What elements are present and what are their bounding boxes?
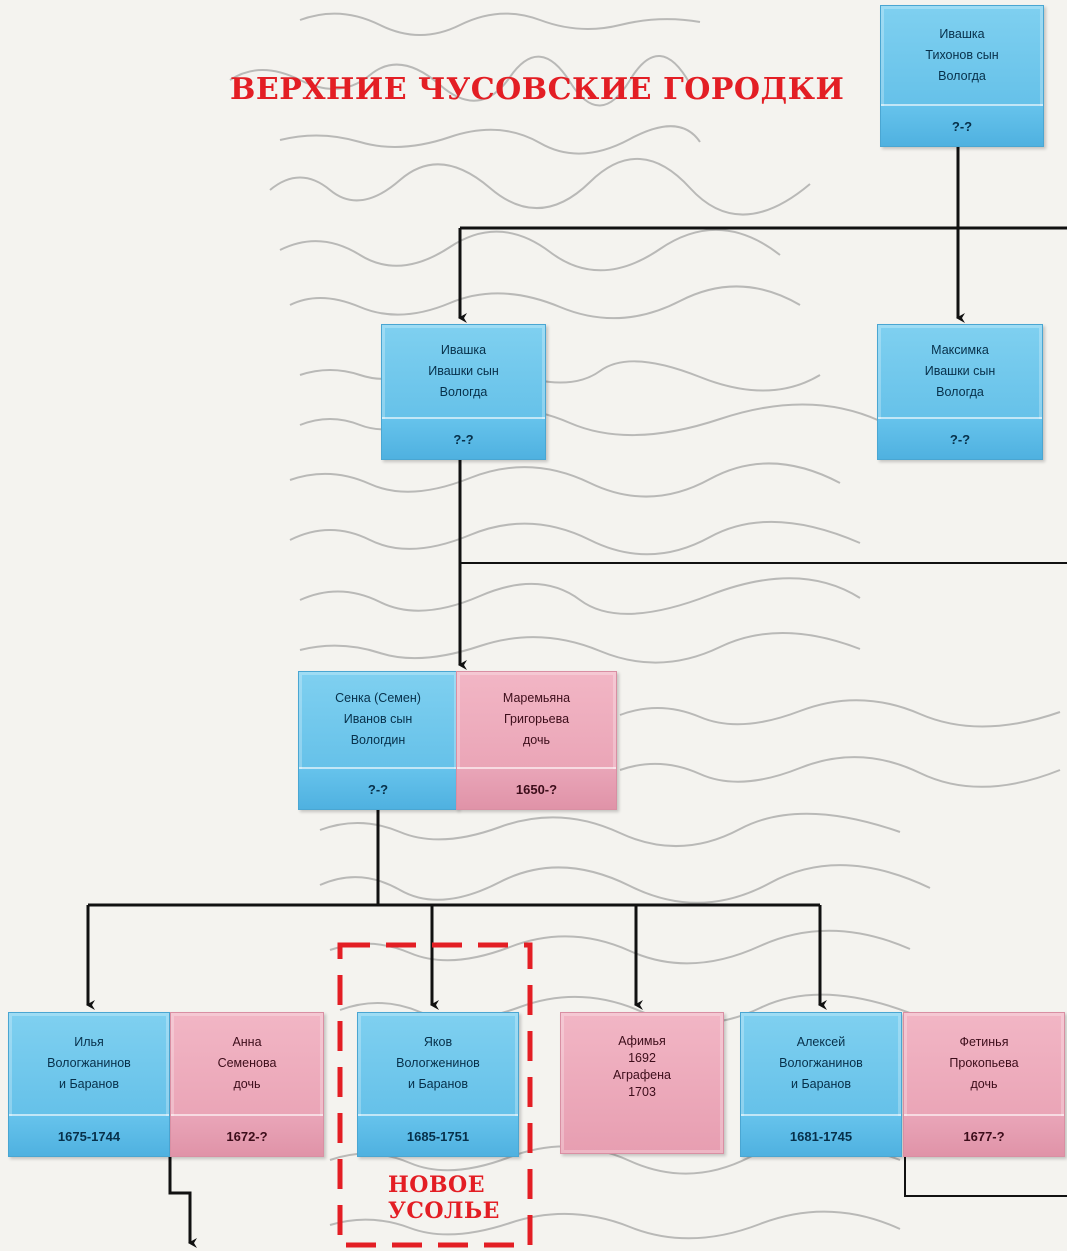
person-card-fetinya[interactable]: Фетинья Прокопьева дочь 1677-?	[903, 1012, 1065, 1157]
person-years: 1685-1751	[358, 1116, 518, 1156]
person-name-line: Прокопьева	[949, 1056, 1019, 1070]
person-name-line: Сенка (Семен)	[335, 691, 421, 705]
person-years: ?-?	[299, 769, 457, 809]
person-name-line: 1703	[628, 1085, 656, 1099]
person-card-ilya[interactable]: Илья Вологжанинов и Баранов 1675-1744	[8, 1012, 170, 1157]
person-years: 1681-1745	[741, 1116, 901, 1156]
person-years: ?-?	[881, 106, 1043, 146]
person-card-senka[interactable]: Сенка (Семен) Иванов сын Вологдин ?-?	[298, 671, 458, 810]
person-name-line: Ивашки сын	[428, 363, 499, 378]
person-name-line: Вологдин	[350, 733, 406, 747]
person-card-maremyana[interactable]: Маремьяна Григорьева дочь 1650-?	[456, 671, 617, 810]
person-name-line: Вологженинов	[396, 1056, 480, 1070]
person-name-line: и Баранов	[58, 1077, 119, 1091]
person-name-line: Алексей	[796, 1035, 846, 1049]
person-name-line: Илья	[74, 1035, 104, 1049]
person-years: 1677-?	[904, 1116, 1064, 1156]
person-name-line: Максимка	[931, 342, 989, 357]
person-name-line: Аграфена	[613, 1068, 671, 1082]
person-name-line: Вологда	[938, 68, 986, 83]
person-years: 1672-?	[171, 1116, 323, 1156]
person-card-yakov[interactable]: Яков Вологженинов и Баранов 1685-1751	[357, 1012, 519, 1157]
person-name-line: Семенова	[217, 1056, 277, 1070]
person-name-line: Яков	[423, 1035, 453, 1049]
person-name-line: Ивашки сын	[924, 363, 996, 378]
person-years: ?-?	[382, 419, 545, 459]
person-name-line: и Баранов	[790, 1077, 851, 1091]
person-name-line: Иванов сын	[343, 712, 413, 726]
new-usolye-label-line1: Новое	[388, 1172, 485, 1198]
person-name-line: и Баранов	[407, 1077, 468, 1091]
person-name-line: Афимья	[618, 1034, 666, 1048]
person-name-line: Фетинья	[959, 1035, 1009, 1049]
person-name-line: Вологда	[936, 384, 984, 399]
person-card-ivashka-tikhonov[interactable]: Ивашка Тихонов сын Вологда ?-?	[880, 5, 1044, 147]
person-name-line: Тихонов сын	[925, 47, 999, 62]
person-name-line: Ивашка	[440, 342, 487, 357]
person-name-line: дочь	[970, 1077, 998, 1091]
person-card-aleksey[interactable]: Алексей Вологжанинов и Баранов 1681-1745	[740, 1012, 902, 1157]
person-years: ?-?	[878, 419, 1042, 459]
person-name-line: дочь	[233, 1077, 261, 1091]
person-card-afimya[interactable]: Афимья 1692 Аграфена 1703	[560, 1012, 724, 1154]
person-card-ivashka-ivashki[interactable]: Ивашка Ивашки сын Вологда ?-?	[381, 324, 546, 460]
person-years: 1675-1744	[9, 1116, 169, 1156]
person-name-line: Вологжанинов	[47, 1056, 131, 1070]
person-years: 1650-?	[457, 769, 616, 809]
person-name-line: дочь	[523, 733, 550, 747]
person-card-anna[interactable]: Анна Семенова дочь 1672-?	[170, 1012, 324, 1157]
person-name-line: Григорьева	[503, 712, 570, 726]
person-name-line: Вологда	[439, 384, 488, 399]
region-title: Верхние Чусовские городки	[230, 72, 845, 107]
person-name-line: Вологжанинов	[779, 1056, 863, 1070]
person-name-line: Ивашка	[939, 26, 985, 41]
person-name-line: Анна	[232, 1035, 262, 1049]
person-name-line: Маремьяна	[502, 691, 571, 705]
new-usolye-label-line2: Усолье	[388, 1198, 500, 1224]
person-name-line: 1692	[628, 1051, 656, 1065]
person-card-maksimka[interactable]: Максимка Ивашки сын Вологда ?-?	[877, 324, 1043, 460]
